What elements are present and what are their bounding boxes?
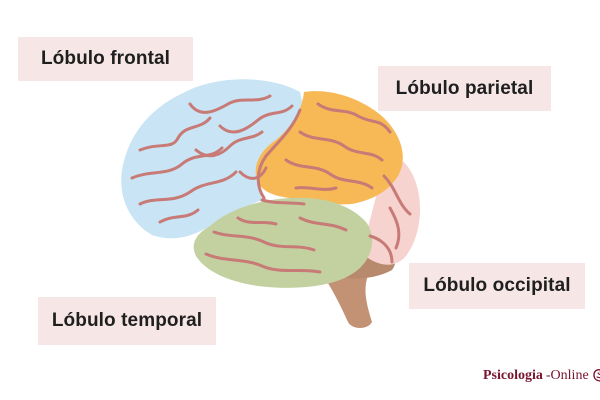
- brainstem: [318, 268, 372, 328]
- label-parietal-lobe: Lóbulo parietal: [378, 66, 551, 111]
- brand-watermark: Psicologia-Online: [483, 368, 600, 384]
- temporal-lobe: [193, 197, 373, 288]
- label-occipital-lobe: Lóbulo occipital: [409, 263, 585, 309]
- brand-name: Psicologia: [483, 368, 543, 383]
- label-frontal-text: Lóbulo frontal: [40, 48, 171, 69]
- label-occipital-text: Lóbulo occipital: [423, 275, 571, 296]
- brain-logo-icon: [592, 369, 600, 382]
- label-temporal-text: Lóbulo temporal: [51, 310, 203, 331]
- label-frontal-lobe: Lóbulo frontal: [18, 37, 193, 81]
- brain-folds: [130, 94, 412, 274]
- label-temporal-lobe: Lóbulo temporal: [38, 297, 216, 345]
- label-parietal-text: Lóbulo parietal: [395, 77, 534, 99]
- brand-suffix: -Online: [545, 368, 589, 383]
